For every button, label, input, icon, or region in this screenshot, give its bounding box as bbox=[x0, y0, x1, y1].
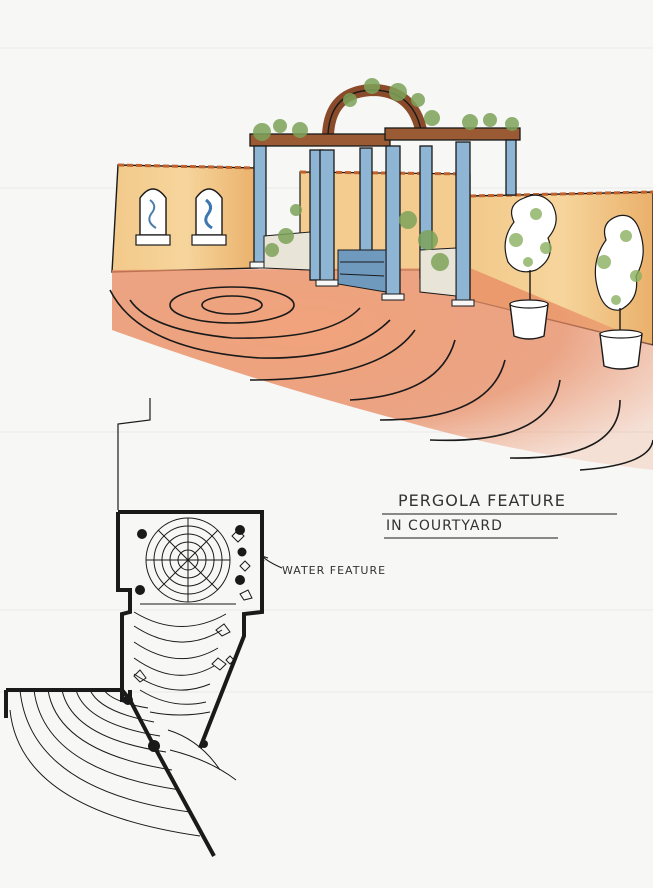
pergola-beam-left bbox=[249, 133, 391, 147]
rock-wall bbox=[263, 231, 311, 271]
sketch-title-block: PERGOLA FEATURE IN COURTYARD bbox=[382, 491, 617, 539]
water-feature-plan bbox=[140, 517, 236, 605]
wall-niche-left bbox=[135, 188, 171, 246]
callout-arrow bbox=[261, 555, 283, 569]
title-line-2: IN COURTYARD bbox=[386, 518, 503, 534]
water-feature-label: WATER FEATURE bbox=[282, 564, 386, 577]
back-wall-left bbox=[111, 164, 259, 273]
potted-tree-right bbox=[594, 214, 644, 370]
plan-arcs bbox=[133, 611, 237, 781]
courtyard-perspective bbox=[109, 78, 653, 471]
water-cascade bbox=[337, 249, 387, 293]
courtyard-plan bbox=[4, 398, 283, 857]
plan-plants bbox=[133, 529, 253, 683]
pergola-beam-right bbox=[384, 127, 521, 141]
climbing-vines bbox=[253, 78, 519, 271]
potted-tree-left bbox=[504, 194, 557, 340]
plan-columns bbox=[123, 525, 247, 752]
plan-fan-arcs bbox=[9, 689, 201, 837]
paving-rings bbox=[109, 286, 653, 471]
title-line-1: PERGOLA FEATURE bbox=[398, 491, 566, 510]
pergola bbox=[249, 83, 521, 307]
wall-niche-right bbox=[191, 188, 227, 246]
